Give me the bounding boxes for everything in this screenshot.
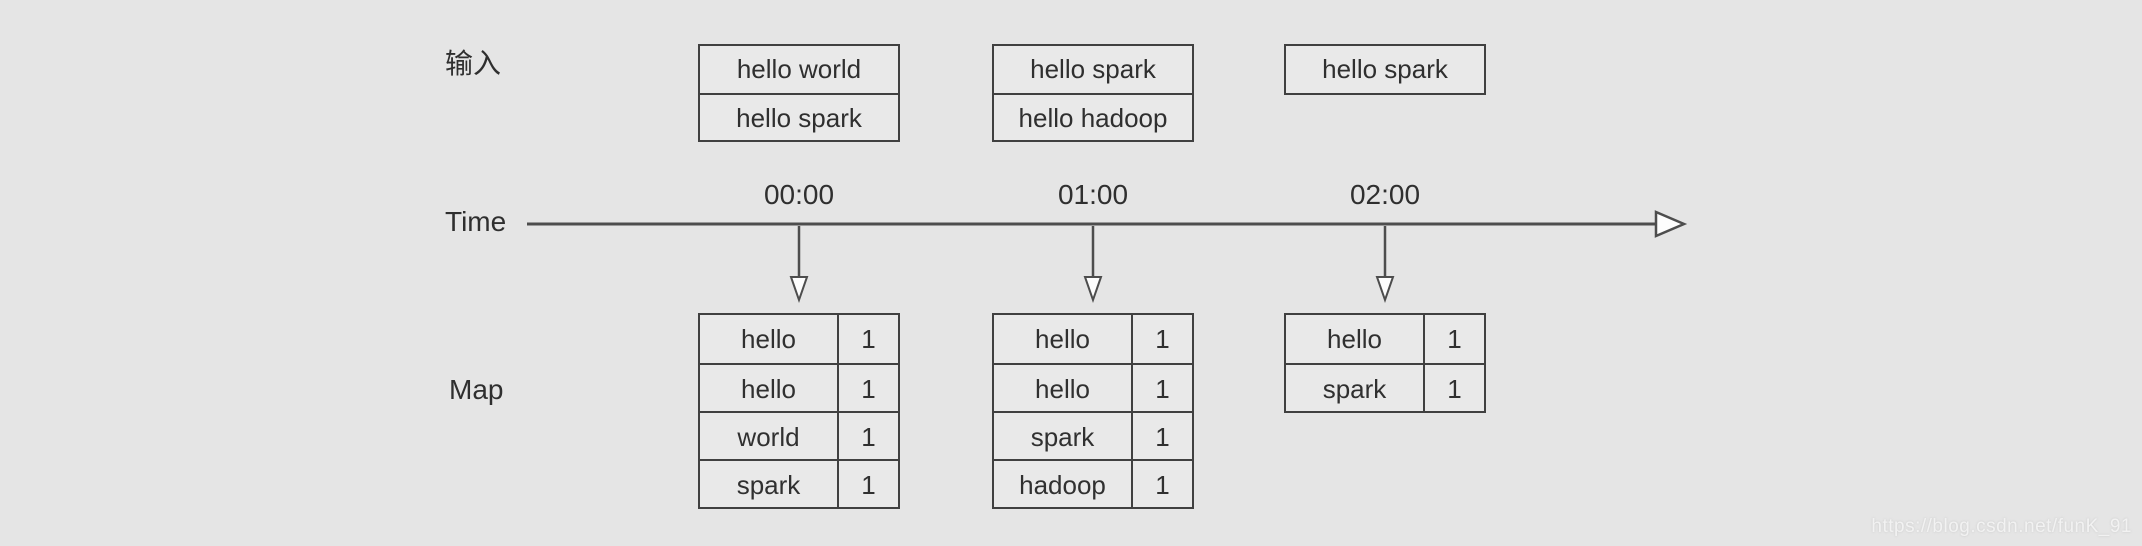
- map-count-cell: 1: [1155, 374, 1170, 404]
- input-line: hello spark: [1030, 54, 1156, 84]
- map-count-cell: 1: [1447, 324, 1462, 354]
- map-count-cell: 1: [1155, 422, 1170, 452]
- time-tick-label: 02:00: [1349, 179, 1421, 210]
- map-word-cell: hello: [1286, 315, 1425, 363]
- input-line: hello world: [736, 54, 862, 84]
- map-word-cell: hello: [994, 365, 1133, 411]
- map-word-cell: spark: [700, 461, 839, 507]
- map-count-cell: 1: [1447, 374, 1462, 404]
- map-table-row: spark 1: [994, 411, 1192, 459]
- input-batch-box: hello world hello spark: [698, 44, 900, 142]
- map-table-row: hello 1: [994, 363, 1192, 411]
- input-batch-box: hello spark: [1284, 44, 1486, 95]
- map-table-row: spark 1: [700, 459, 898, 507]
- map-word-cell: hadoop: [994, 461, 1133, 507]
- map-count-cell: 1: [1155, 324, 1170, 354]
- watermark: https://blog.csdn.net/funK_91: [1871, 516, 2132, 537]
- map-count-cell: 1: [861, 324, 876, 354]
- input-line: hello hadoop: [994, 93, 1192, 140]
- map-word-cell: spark: [994, 413, 1133, 459]
- input-row-label: 输入: [445, 48, 502, 79]
- map-count-cell: 1: [1155, 470, 1170, 500]
- map-count-cell: 1: [861, 470, 876, 500]
- map-table-row: hello 1: [1286, 315, 1484, 363]
- input-line: hello spark: [700, 93, 898, 140]
- map-output-table: hello 1 hello 1 world 1 spark 1: [698, 313, 900, 509]
- map-word-cell: world: [700, 413, 839, 459]
- drop-arrowhead-icon: [789, 276, 809, 304]
- input-batch-box: hello spark hello hadoop: [992, 44, 1194, 142]
- map-table-row: hadoop 1: [994, 459, 1192, 507]
- map-word-cell: hello: [700, 365, 839, 411]
- map-table-row: world 1: [700, 411, 898, 459]
- map-table-row: spark 1: [1286, 363, 1484, 411]
- map-word-cell: hello: [700, 315, 839, 363]
- drop-arrowhead-icon: [1083, 276, 1103, 304]
- time-tick-label: 01:00: [1057, 179, 1129, 210]
- time-axis-label: Time: [445, 206, 507, 237]
- map-table-row: hello 1: [700, 315, 898, 363]
- map-word-cell: hello: [994, 315, 1133, 363]
- time-tick-label: 00:00: [763, 179, 835, 210]
- map-table-row: hello 1: [994, 315, 1192, 363]
- map-table-row: hello 1: [700, 363, 898, 411]
- map-output-table: hello 1 spark 1: [1284, 313, 1486, 413]
- map-word-cell: spark: [1286, 365, 1425, 411]
- drop-arrowhead-icon: [1375, 276, 1395, 304]
- map-count-cell: 1: [861, 422, 876, 452]
- input-line: hello spark: [1322, 54, 1448, 84]
- map-output-table: hello 1 hello 1 spark 1 hadoop 1: [992, 313, 1194, 509]
- time-axis-arrowhead-icon: [1654, 210, 1688, 238]
- map-count-cell: 1: [861, 374, 876, 404]
- map-row-label: Map: [449, 374, 504, 405]
